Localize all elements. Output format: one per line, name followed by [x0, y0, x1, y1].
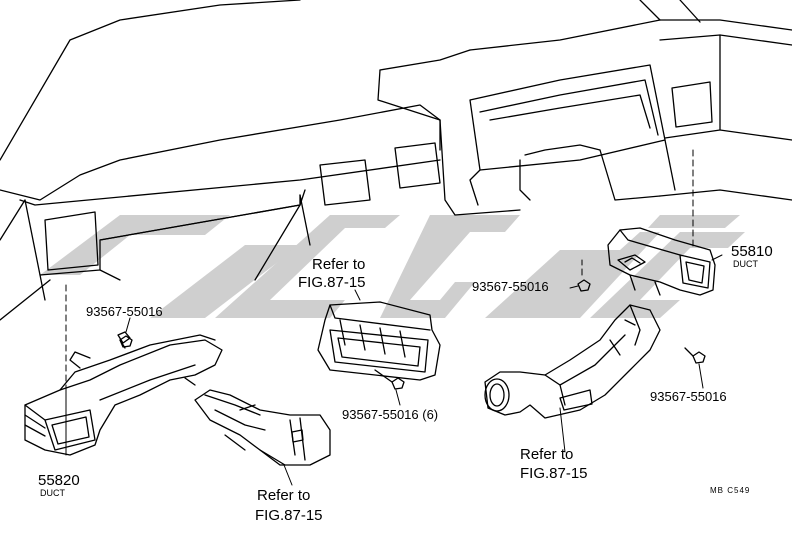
part-number-55810: 55810	[731, 243, 773, 260]
screw-label-right-lower: 93567-55016	[650, 389, 727, 404]
watermark-logo	[40, 215, 745, 318]
leader-lines	[65, 254, 723, 486]
register-center-drawing	[317, 301, 441, 381]
refer-label-right-line1: Refer to	[520, 446, 574, 463]
screw-label-center: 93567-55016 (6)	[342, 407, 439, 422]
duct-55820-drawing	[24, 331, 223, 456]
screw-left-drawing	[119, 335, 133, 348]
dashboard-outline	[0, 0, 792, 321]
screw-center-drawing	[374, 369, 405, 390]
part-name-55820: DUCT	[40, 488, 65, 498]
alignment-lines	[65, 149, 694, 391]
part-name-55810: DUCT	[733, 259, 758, 269]
screw-label-left: 93567-55016	[86, 304, 163, 319]
screw-right-lower-drawing	[684, 347, 706, 364]
duct-55810-drawing	[607, 227, 716, 296]
refer-label-center-line1: Refer to	[312, 256, 366, 273]
part-number-55820: 55820	[38, 472, 80, 489]
screw-right-upper-drawing	[577, 279, 591, 292]
duct-center-bottom-drawing	[194, 389, 331, 466]
refer-label-bottom-line2: FIG.87-15	[255, 507, 323, 524]
figure-code: MB C549	[710, 486, 751, 495]
refer-label-center-line2: FIG.87-15	[298, 274, 366, 291]
duct-right-bottom-drawing	[484, 304, 661, 419]
screw-label-right-upper: 93567-55016	[472, 279, 549, 294]
refer-label-right-line2: FIG.87-15	[520, 465, 588, 482]
refer-label-bottom-line1: Refer to	[257, 487, 311, 504]
